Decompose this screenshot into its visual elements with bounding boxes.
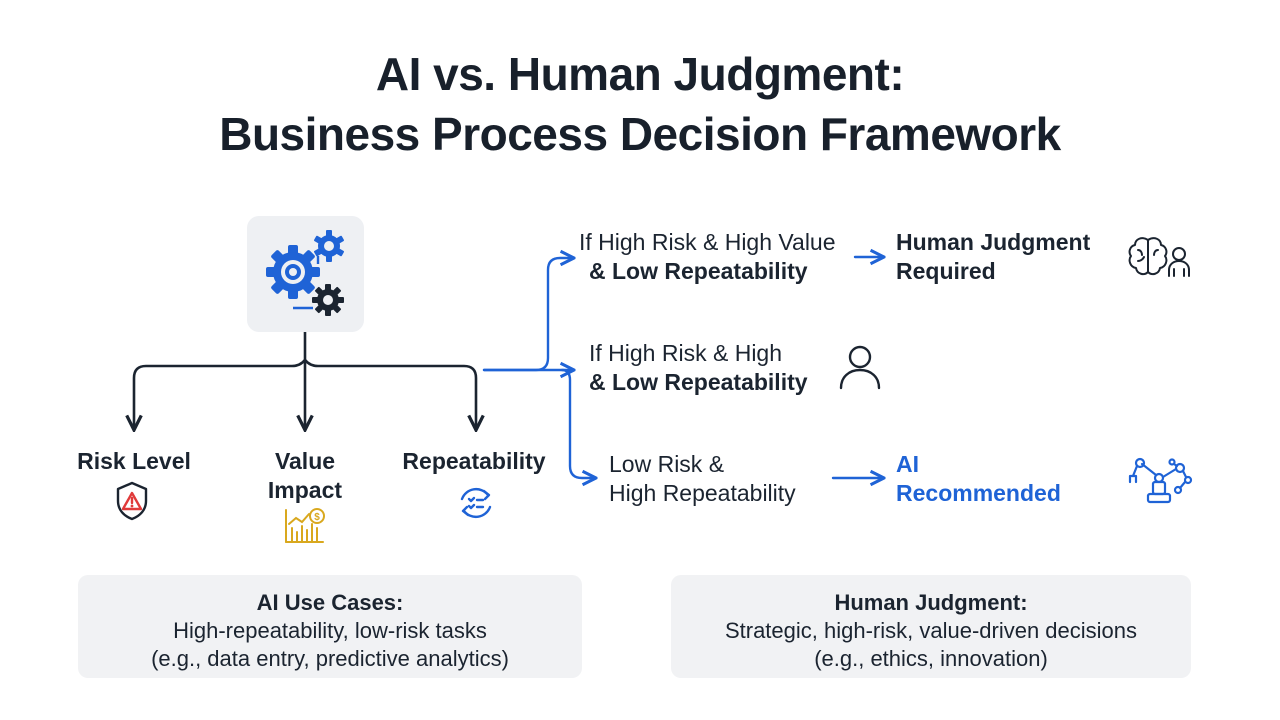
outcome-line-1: Human Judgment [896, 229, 1091, 255]
factor-risk-level: Risk Level [64, 447, 204, 476]
card-heading: AI Use Cases: [256, 590, 404, 615]
human-judgment-card: Human Judgment: Strategic, high-risk, va… [671, 575, 1191, 678]
outcome-human-judgment-required: Human Judgment Required [896, 228, 1090, 286]
svg-text:$: $ [314, 512, 320, 523]
cycle-checklist-icon [460, 487, 492, 519]
factor-tree-lines [134, 330, 476, 430]
decision-hub [247, 216, 364, 332]
condition-line-2: High Repeatability [609, 480, 796, 506]
gears-icon [266, 230, 344, 316]
card-line-2: (e.g., ethics, innovation) [814, 646, 1048, 671]
card-line-2: (e.g., data entry, predictive analytics) [151, 646, 509, 671]
ai-use-cases-card: AI Use Cases: High-repeatability, low-ri… [78, 575, 582, 678]
condition-line-1: If High Risk & High Value [579, 229, 836, 255]
condition-line-1: Low Risk & [609, 451, 725, 477]
card-line-1: Strategic, high-risk, value-driven decis… [724, 618, 1138, 643]
condition-line-2: & Low Repeatability [589, 369, 808, 395]
factor-repeatability: Repeatability [394, 447, 554, 476]
robot-arm-icon [1128, 457, 1193, 504]
title-line-2: Business Process Decision Framework [219, 108, 1061, 160]
condition-low-risk-high-repeatability: Low Risk & High Repeatability [609, 450, 796, 508]
page-title: AI vs. Human Judgment: Business Process … [0, 44, 1280, 164]
title-line-1: AI vs. Human Judgment: [375, 48, 905, 100]
outcome-line-2: Recommended [896, 480, 1061, 506]
condition-branch-lines [482, 257, 884, 478]
outcome-ai-recommended: AI Recommended [896, 450, 1061, 508]
factor-label: Repeatability [402, 448, 546, 474]
outcome-line-2: Required [896, 258, 996, 284]
outcome-line-1: AI [896, 451, 919, 477]
condition-high-risk-high: If High Risk & High & Low Repeatability [589, 339, 808, 397]
factor-label: Risk Level [77, 448, 191, 474]
card-line-1: High-repeatability, low-risk tasks [173, 618, 487, 643]
condition-high-risk-high-value: If High Risk & High Value & Low Repeatab… [579, 228, 836, 286]
condition-line-2: & Low Repeatability [589, 258, 808, 284]
condition-line-1: If High Risk & High [589, 340, 783, 366]
brain-person-icon [1128, 237, 1190, 277]
factor-label-line-1: Value [274, 448, 336, 474]
person-icon [839, 345, 881, 390]
factor-label-line-2: Impact [267, 477, 343, 503]
factor-value-impact: Value Impact [235, 447, 375, 505]
chart-dollar-icon: $ [285, 508, 325, 543]
warning-shield-icon [116, 481, 148, 521]
card-heading: Human Judgment: [834, 590, 1028, 615]
